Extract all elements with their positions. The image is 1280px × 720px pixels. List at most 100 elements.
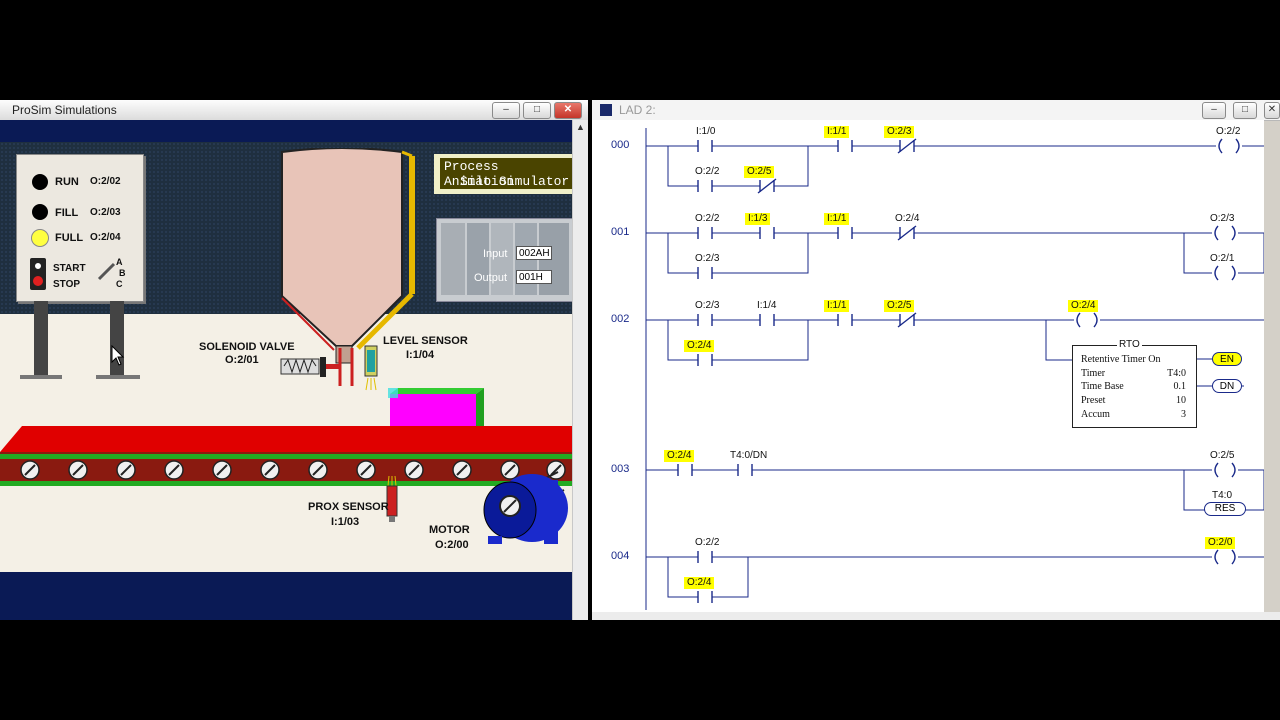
contact-tag[interactable]: I:1/0 [696, 126, 716, 137]
coil-tag[interactable]: O:2/0 [1205, 537, 1236, 549]
rto-field-value: 0.1 [1173, 381, 1187, 392]
contact-tag[interactable]: O:2/4 [895, 213, 920, 224]
plc-output-value: 001H [516, 270, 552, 284]
contact-tag[interactable]: I:1/1 [824, 126, 850, 138]
contact-tag[interactable]: I:1/1 [824, 213, 850, 225]
banner: Process Animation Silo Simulator [440, 158, 572, 189]
start-label: START [53, 263, 86, 274]
ladder-titlebar[interactable]: LAD 2: – □ ✕ [592, 100, 1280, 121]
rto-dn-indicator: DN [1212, 379, 1242, 393]
coil-tag[interactable]: O:2/1 [1210, 253, 1235, 264]
rto-field-value: 10 [1176, 395, 1186, 406]
mouse-cursor-icon [111, 345, 125, 366]
reset-coil[interactable]: RES [1204, 502, 1246, 516]
selector-c: C [116, 279, 123, 289]
prox-sensor-label: PROX SENSOR [308, 501, 389, 513]
solenoid-valve-address: O:2/01 [225, 354, 259, 366]
contact-tag[interactable]: O:2/3 [695, 253, 720, 264]
selector-switch-icon[interactable] [96, 260, 118, 282]
banner-line-2: Silo Simulator [460, 174, 570, 189]
ladder-maximize-button[interactable]: □ [1233, 102, 1257, 119]
panel-foot-right [96, 375, 140, 379]
ladder-title: LAD 2: [619, 103, 656, 117]
coil-tag[interactable]: O:2/2 [1216, 126, 1241, 137]
ladder-window: LAD 2: – □ ✕ [592, 100, 1280, 620]
contact-tag[interactable]: T4:0/DN [730, 450, 768, 461]
conveyor-belt [0, 426, 572, 486]
contact-tag[interactable]: O:2/2 [695, 213, 720, 224]
contact-tag[interactable]: O:2/5 [884, 300, 915, 312]
scroll-up-arrow-icon[interactable]: ▲ [576, 122, 585, 132]
level-sensor-label: LEVEL SENSOR [383, 335, 468, 347]
prosim-title: ProSim Simulations [12, 103, 117, 117]
ladder-wires [645, 128, 1264, 610]
plc-module [467, 223, 489, 295]
rto-timer-block[interactable]: RTO Retentive Timer On Timer T4:0 Time B… [1072, 339, 1197, 428]
plc-rack [436, 218, 572, 302]
fill-lamp [32, 204, 48, 220]
contact-tag[interactable]: I:1/3 [745, 213, 771, 225]
ladder-minimize-button[interactable]: – [1202, 102, 1226, 119]
simulation-canvas: RUN O:2/02 FILL O:2/03 FULL O:2/04 START… [0, 120, 572, 620]
motor-icon [483, 471, 568, 544]
contact-tag[interactable]: O:2/4 [684, 340, 715, 352]
contact-tag[interactable]: O:2/4 [684, 577, 715, 589]
minimize-button[interactable]: – [492, 102, 520, 119]
prosim-titlebar[interactable]: ProSim Simulations – □ ✕ [0, 100, 588, 121]
full-label: FULL [55, 232, 84, 244]
vertical-scrollbar[interactable]: ▲ [572, 120, 588, 620]
motor-label: MOTOR [429, 524, 470, 536]
rto-field-label: Preset [1081, 395, 1106, 406]
rto-field-value: T4:0 [1167, 368, 1186, 379]
plc-output-label: Output [474, 272, 508, 284]
coil-tag[interactable]: O:2/5 [1210, 450, 1235, 461]
start-stop-buttons[interactable] [30, 258, 46, 290]
ladder-horizontal-scrollbar[interactable] [592, 612, 1280, 620]
contact-tag[interactable]: O:2/3 [884, 126, 915, 138]
stop-button[interactable] [33, 276, 43, 286]
rung-number: 002 [611, 313, 630, 325]
fill-address: O:2/03 [90, 207, 121, 218]
run-lamp [32, 174, 48, 190]
contact-tag[interactable]: O:2/4 [664, 450, 695, 462]
rto-field-label: Accum [1081, 409, 1110, 420]
motor-address: O:2/00 [435, 539, 469, 551]
bottom-band [0, 572, 572, 620]
prosim-window: ProSim Simulations – □ ✕ ▲ RUN O:2/02 FI… [0, 100, 588, 620]
contact-tag[interactable]: I:1/1 [824, 300, 850, 312]
plc-module [491, 223, 513, 295]
coil-tag[interactable]: T4:0 [1212, 490, 1233, 501]
level-sensor-icon [364, 345, 378, 391]
panel-leg-left [34, 301, 48, 377]
fill-label: FILL [55, 207, 79, 219]
rto-en-indicator: EN [1212, 352, 1242, 366]
close-button[interactable]: ✕ [554, 102, 582, 119]
maximize-button[interactable]: □ [523, 102, 551, 119]
contact-tag[interactable]: O:2/2 [695, 166, 720, 177]
full-lamp [32, 230, 48, 246]
contact-tag[interactable]: O:2/2 [695, 537, 720, 548]
level-sensor-address: I:1/04 [406, 349, 435, 361]
coil-tag[interactable]: O:2/4 [1068, 300, 1099, 312]
selector-b: B [119, 268, 126, 278]
prox-sensor-address: I:1/03 [331, 516, 360, 528]
silo [281, 148, 415, 386]
ladder-app-icon [600, 104, 612, 116]
contact-tag[interactable]: I:1/4 [757, 300, 777, 311]
rto-field-label: Timer [1081, 368, 1106, 379]
run-label: RUN [55, 176, 79, 188]
top-band [0, 120, 572, 142]
coil-tag[interactable]: O:2/3 [1210, 213, 1235, 224]
solenoid-valve-label: SOLENOID VALVE [199, 341, 295, 353]
rung-number: 003 [611, 463, 630, 475]
panel-foot-left [20, 375, 62, 379]
plc-input-label: Input [483, 248, 508, 260]
rung-number: 001 [611, 226, 630, 238]
full-address: O:2/04 [90, 232, 121, 243]
prox-sensor-icon [386, 475, 398, 522]
ladder-close-button[interactable]: ✕ [1264, 102, 1280, 119]
banner-frame: Process Animation Silo Simulator [434, 154, 572, 194]
contact-tag[interactable]: O:2/3 [695, 300, 720, 311]
contact-tag[interactable]: O:2/5 [744, 166, 775, 178]
start-button[interactable] [33, 261, 43, 271]
